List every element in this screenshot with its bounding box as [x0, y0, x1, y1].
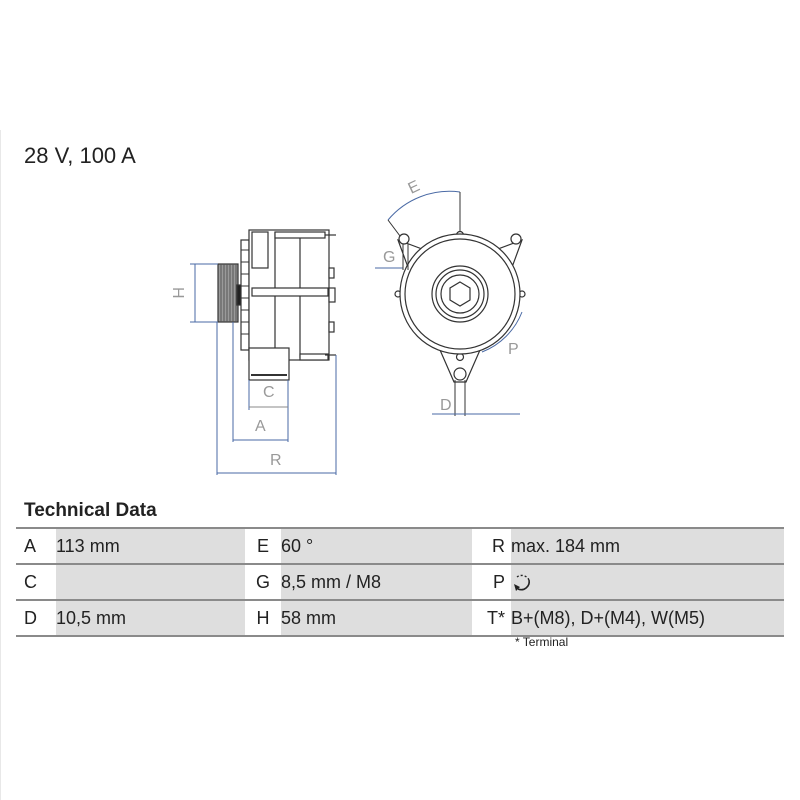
svg-text:A: A [255, 418, 266, 435]
technical-data-table: A 113 mm E 60 ° R max. 184 mm C G 8,5 mm… [16, 527, 784, 637]
param-label-d: D [16, 599, 56, 637]
svg-text:G: G [383, 249, 395, 266]
svg-text:D: D [440, 397, 452, 414]
table-row: C G 8,5 mm / M8 P [16, 563, 784, 601]
svg-text:P: P [508, 341, 519, 358]
param-label-t: T* [472, 599, 511, 637]
param-label-c: C [16, 563, 56, 601]
param-label-g: G [245, 563, 281, 601]
rotation-direction-icon [514, 574, 530, 592]
param-value-c [56, 563, 245, 601]
param-value-r: max. 184 mm [511, 527, 784, 565]
table-row: D 10,5 mm H 58 mm T* B+(M8), D+(M4), W(M… [16, 599, 784, 637]
param-label-a: A [16, 527, 56, 565]
svg-text:C: C [263, 384, 275, 401]
terminal-footnote: * Terminal [515, 635, 569, 649]
param-value-a: 113 mm [56, 527, 245, 565]
page-edge-rule [0, 130, 1, 800]
param-value-h: 58 mm [281, 599, 472, 637]
param-label-h: H [245, 599, 281, 637]
side-dimension-labels: H C A R [169, 287, 282, 469]
param-value-d: 10,5 mm [56, 599, 245, 637]
param-label-r: R [472, 527, 511, 565]
param-value-t: B+(M8), D+(M4), W(M5) [511, 599, 784, 637]
side-dimensions [190, 263, 337, 475]
front-dimensions [375, 190, 523, 416]
param-label-p: P [472, 563, 511, 601]
svg-text:E: E [406, 178, 423, 198]
param-label-e: E [245, 527, 281, 565]
side-view [217, 229, 336, 381]
param-value-p [511, 563, 784, 601]
spec-title: 28 V, 100 A [24, 143, 136, 168]
front-view [394, 230, 526, 383]
technical-data-title: Technical Data [24, 500, 157, 521]
param-value-g: 8,5 mm / M8 [281, 563, 472, 601]
table-row: A 113 mm E 60 ° R max. 184 mm [16, 527, 784, 565]
svg-text:R: R [270, 452, 282, 469]
alternator-diagram: H C A R [169, 178, 526, 475]
dim-label-h: H [169, 287, 186, 299]
param-value-e: 60 ° [281, 527, 472, 565]
